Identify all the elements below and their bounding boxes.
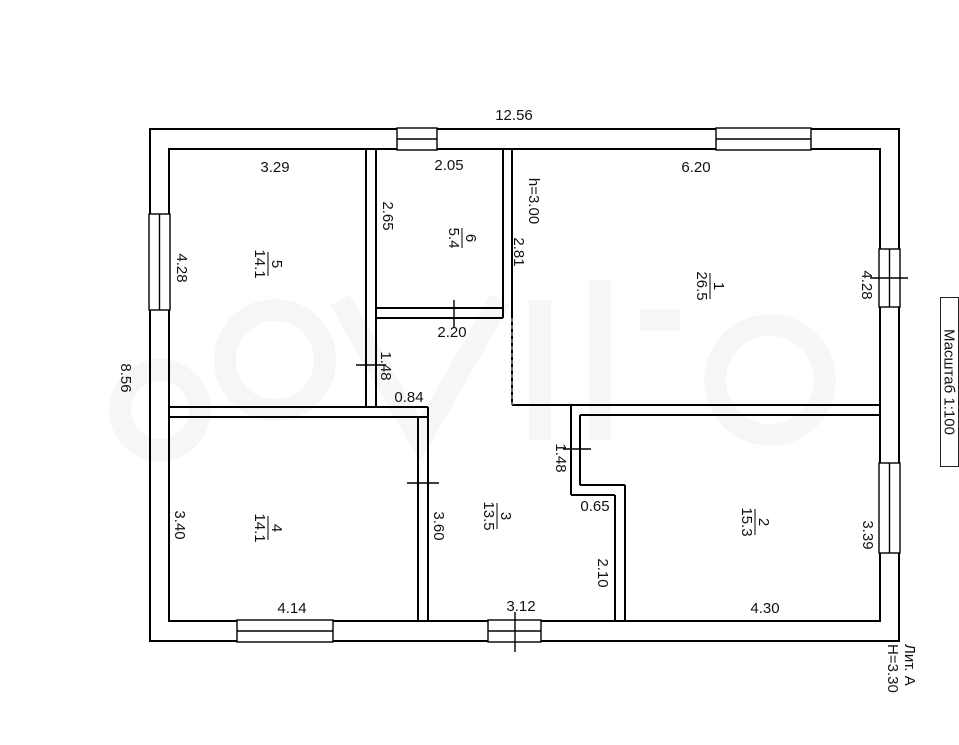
room6-width-label: 2.05	[434, 157, 463, 174]
ceiling-height-label: h=3.00	[525, 178, 542, 224]
exterior-walls	[149, 128, 900, 642]
room-3-label: 3 13.5	[480, 501, 514, 530]
window-left	[148, 213, 171, 311]
scale-label: Масштаб 1:100	[940, 329, 958, 435]
interior-walls	[169, 149, 879, 621]
room-2-label: 2 15.3	[738, 507, 772, 536]
room-3-area: 13.5	[480, 501, 497, 530]
room3-width-label: 3.12	[506, 598, 535, 615]
dim-2-20: 2.20	[437, 324, 466, 341]
window-bottom-left	[236, 619, 334, 643]
room2-height-label: 3.39	[859, 520, 876, 549]
room1-width-label: 6.20	[681, 159, 710, 176]
room-5-number: 5	[268, 260, 285, 268]
room4-width-label: 4.14	[277, 600, 306, 617]
room-1-area: 26.5	[693, 271, 710, 300]
room1-height-label: 4.28	[858, 270, 875, 299]
room5-height-label: 4.28	[173, 253, 190, 282]
room5-width-label: 3.29	[260, 159, 289, 176]
overall-width-label: 12.56	[495, 107, 533, 124]
window-top-right	[715, 127, 812, 151]
dim-2-81: 2.81	[510, 237, 527, 266]
room-2-number: 2	[755, 518, 772, 526]
watermark	[109, 280, 836, 463]
room-1-label: 1 26.5	[693, 271, 727, 300]
room-3-number: 3	[497, 512, 514, 520]
room-6-label: 6 5.4	[445, 228, 479, 249]
windows	[148, 127, 901, 643]
room-6-area: 5.4	[445, 228, 462, 249]
lit-label: Лит. А	[901, 644, 918, 686]
room-4-number: 4	[268, 524, 285, 532]
room-5-area: 14.1	[251, 249, 268, 278]
room4-height-label: 3.40	[171, 510, 188, 539]
room-6-number: 6	[462, 234, 479, 242]
room6-height-label: 2.65	[379, 201, 396, 230]
room3-height-label: 3.60	[430, 511, 447, 540]
dim-1-48-right: 1.48	[552, 443, 569, 472]
room-1-number: 1	[710, 282, 727, 290]
room-4-label: 4 14.1	[251, 513, 285, 542]
overall-height-label: 8.56	[117, 363, 134, 392]
height-h-label: Н=3.30	[884, 644, 901, 693]
window-right-lower	[878, 462, 901, 554]
room-5-label: 5 14.1	[251, 249, 285, 278]
room-4-area: 14.1	[251, 513, 268, 542]
dim-1-48-left: 1.48	[377, 351, 394, 380]
door-marks	[356, 277, 908, 652]
dim-0-65: 0.65	[580, 498, 609, 515]
dim-2-10: 2.10	[594, 558, 611, 587]
dim-0-84: 0.84	[394, 389, 423, 406]
room-2-area: 15.3	[738, 507, 755, 536]
window-top-left	[396, 127, 438, 151]
room2-width-label: 4.30	[750, 600, 779, 617]
